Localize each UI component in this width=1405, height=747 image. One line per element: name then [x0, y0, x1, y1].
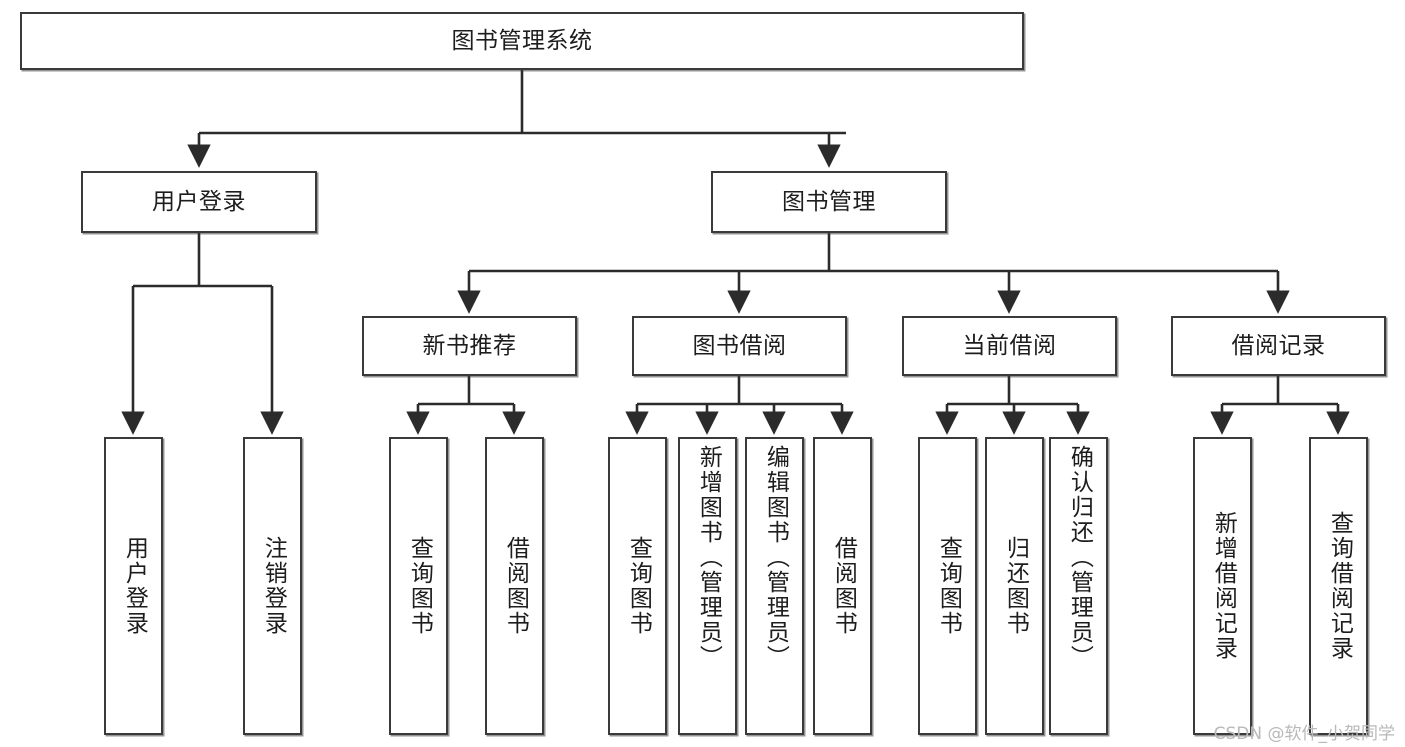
leaf-user-login-label: 用户登录 — [121, 536, 148, 636]
node-user-login-label: 用户登录 — [152, 188, 246, 215]
node-current-borrow[interactable]: 当前借阅 — [902, 316, 1117, 376]
leaf-borrow-book-2-label: 借阅图书 — [830, 536, 857, 636]
leaf-query-record[interactable]: 查询借阅记录 — [1309, 437, 1368, 735]
leaf-return-book-label: 归还图书 — [1002, 536, 1029, 636]
node-new-book-recommend[interactable]: 新书推荐 — [362, 316, 577, 376]
node-borrow-record[interactable]: 借阅记录 — [1171, 316, 1386, 376]
node-book-borrow[interactable]: 图书借阅 — [632, 316, 847, 376]
leaf-borrow-book-1-label: 借阅图书 — [502, 536, 529, 636]
watermark-text: CSDN @软件_小贺同学 — [1213, 724, 1395, 744]
leaf-confirm-return-label: 确认归还（管理员） — [1066, 445, 1093, 670]
leaf-query-book-3-label: 查询图书 — [935, 536, 962, 636]
leaf-query-book-1-label: 查询图书 — [406, 536, 433, 636]
node-book-borrow-label: 图书借阅 — [692, 332, 787, 359]
leaf-query-book-1[interactable]: 查询图书 — [389, 437, 448, 735]
leaf-add-book-label: 新增图书（管理员） — [695, 445, 722, 670]
leaf-query-book-2-label: 查询图书 — [625, 536, 652, 636]
leaf-borrow-book-2[interactable]: 借阅图书 — [813, 437, 872, 735]
node-book-management[interactable]: 图书管理 — [711, 171, 947, 233]
leaf-logout-login-label: 注销登录 — [260, 536, 287, 636]
leaf-confirm-return[interactable]: 确认归还（管理员） — [1049, 437, 1108, 735]
node-user-login[interactable]: 用户登录 — [81, 171, 317, 233]
leaf-edit-book[interactable]: 编辑图书（管理员） — [745, 437, 804, 735]
leaf-query-book-3[interactable]: 查询图书 — [918, 437, 977, 735]
leaf-borrow-book-1[interactable]: 借阅图书 — [485, 437, 544, 735]
node-root-label: 图书管理系统 — [451, 27, 593, 54]
leaf-add-book[interactable]: 新增图书（管理员） — [678, 437, 737, 735]
node-new-book-recommend-label: 新书推荐 — [422, 332, 517, 359]
leaf-query-record-label: 查询借阅记录 — [1326, 511, 1353, 661]
node-book-management-label: 图书管理 — [782, 188, 876, 215]
node-current-borrow-label: 当前借阅 — [962, 332, 1057, 359]
node-root[interactable]: 图书管理系统 — [20, 12, 1024, 70]
leaf-edit-book-label: 编辑图书（管理员） — [762, 445, 789, 670]
leaf-logout-login[interactable]: 注销登录 — [243, 437, 302, 735]
node-borrow-record-label: 借阅记录 — [1231, 332, 1326, 359]
leaf-query-book-2[interactable]: 查询图书 — [608, 437, 667, 735]
leaf-user-login[interactable]: 用户登录 — [104, 437, 163, 735]
leaf-add-record[interactable]: 新增借阅记录 — [1193, 437, 1252, 735]
leaf-return-book[interactable]: 归还图书 — [985, 437, 1044, 735]
leaf-add-record-label: 新增借阅记录 — [1210, 511, 1237, 661]
